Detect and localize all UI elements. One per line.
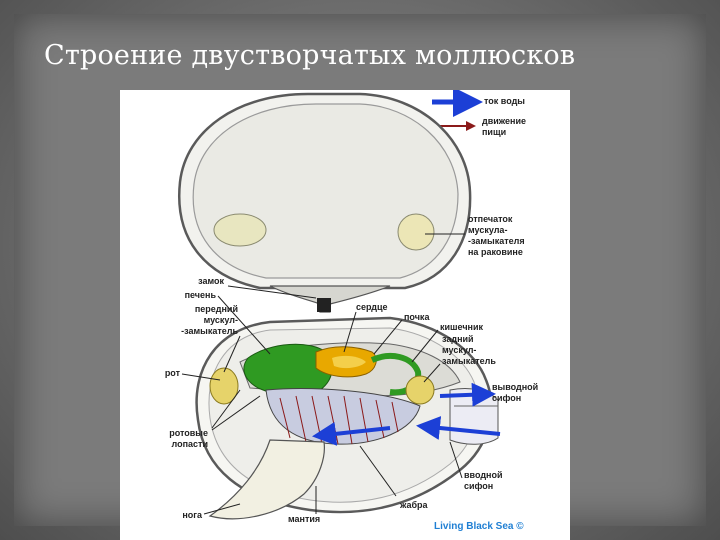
legend-food-movement-label: движение пищи [482, 116, 527, 137]
slide-title: Строение двустворчатых моллюсков [44, 40, 576, 71]
label-muscle-imprint: отпечаток мускула- -замыкателя на ракови… [468, 214, 525, 257]
label-intestine: кишечник [440, 322, 484, 332]
label-exhalant-siphon: выводной сифон [492, 382, 539, 403]
label-foot: нога [182, 510, 202, 520]
label-kidney: почка [404, 312, 430, 322]
label-mantle: мантия [288, 514, 321, 524]
bivalve-anatomy-figure: ток воды движение пищи отпечаток мускула… [120, 90, 570, 540]
label-hinge: замок [198, 276, 224, 286]
label-posterior-muscle: задний мускул- замыкатель [442, 334, 496, 366]
leader-lines [181, 233, 465, 515]
intestine [370, 353, 422, 396]
label-oral-lobes: ротовые лопасти [169, 428, 208, 449]
heart-kidney [315, 346, 377, 378]
legend-water-flow-label: ток воды [484, 96, 525, 106]
bivalve-diagram [178, 90, 501, 520]
label-inhalant-siphon: вводной сифон [464, 470, 503, 491]
label-heart: сердце [356, 302, 388, 312]
label-anterior-muscle: передний мускул- -замыкатель [181, 304, 238, 336]
credit-watermark: Living Black Sea © [434, 521, 524, 532]
upper-shell-valve [178, 92, 472, 290]
foot [208, 439, 325, 520]
label-liver: печень [184, 290, 216, 300]
label-gill: жабра [400, 500, 428, 510]
water-flow-arrows [312, 382, 501, 446]
posterior-adductor-muscle [405, 375, 435, 405]
anterior-adductor-muscle [209, 367, 239, 405]
label-mouth: рот [164, 368, 180, 378]
